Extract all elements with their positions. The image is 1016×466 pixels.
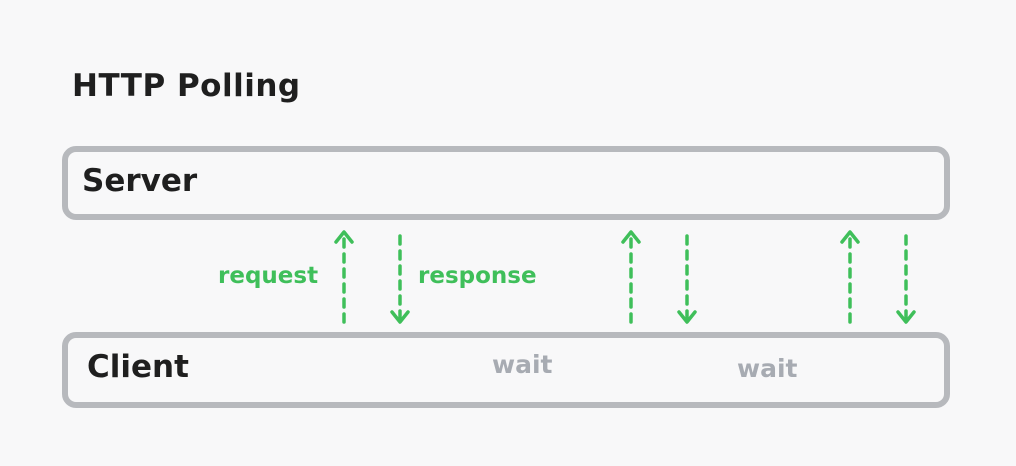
response-label: response [418, 263, 537, 289]
server-lane [62, 146, 950, 220]
response-arrow-1 [390, 234, 410, 324]
request-arrow-3 [840, 230, 860, 324]
request-arrow-1 [334, 230, 354, 324]
request-label: request [218, 263, 319, 289]
client-label: Client [87, 349, 189, 385]
wait-label-1: wait [492, 350, 553, 379]
request-arrow-2 [621, 230, 641, 324]
server-label: Server [82, 163, 198, 199]
client-lane [62, 332, 950, 408]
response-arrow-2 [677, 234, 697, 324]
diagram-title: HTTP Polling [72, 68, 301, 104]
wait-label-2: wait [737, 354, 798, 383]
response-arrow-3 [896, 234, 916, 324]
